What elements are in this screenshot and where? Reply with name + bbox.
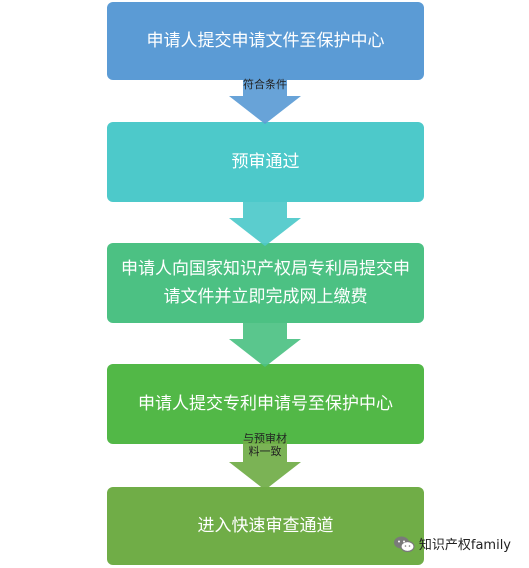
step-pre-review-passed: 预审通过 [107,122,424,202]
step-label: 申请人向国家知识产权局专利局提交申请文件并立即完成网上缴费 [121,259,410,307]
down-arrow-3 [229,319,301,367]
watermark: 知识产权family [393,534,511,553]
watermark-text: 知识产权family [418,538,511,553]
down-arrow-2 [229,198,301,246]
step-submit-to-cnipa: 申请人向国家知识产权局专利局提交申请文件并立即完成网上缴费 [107,243,424,323]
step-label: 进入快速审查通道 [197,516,334,536]
step-label: 预审通过 [231,152,300,172]
step-label: 申请人提交申请文件至保护中心 [146,31,385,51]
connector-label-conditions: 符合条件 [243,78,287,91]
step-label: 申请人提交专利申请号至保护中心 [138,394,393,414]
step-submit-application-number: 申请人提交专利申请号至保护中心 [107,364,424,444]
step-fast-track: 进入快速审查通道 [107,487,424,565]
wechat-icon [393,536,415,552]
connector-label-consistent: 与预审材料一致 [243,432,287,458]
down-arrow-4 [229,440,301,490]
down-arrow-1 [229,76,301,124]
step-submit-to-center: 申请人提交申请文件至保护中心 [107,2,424,80]
